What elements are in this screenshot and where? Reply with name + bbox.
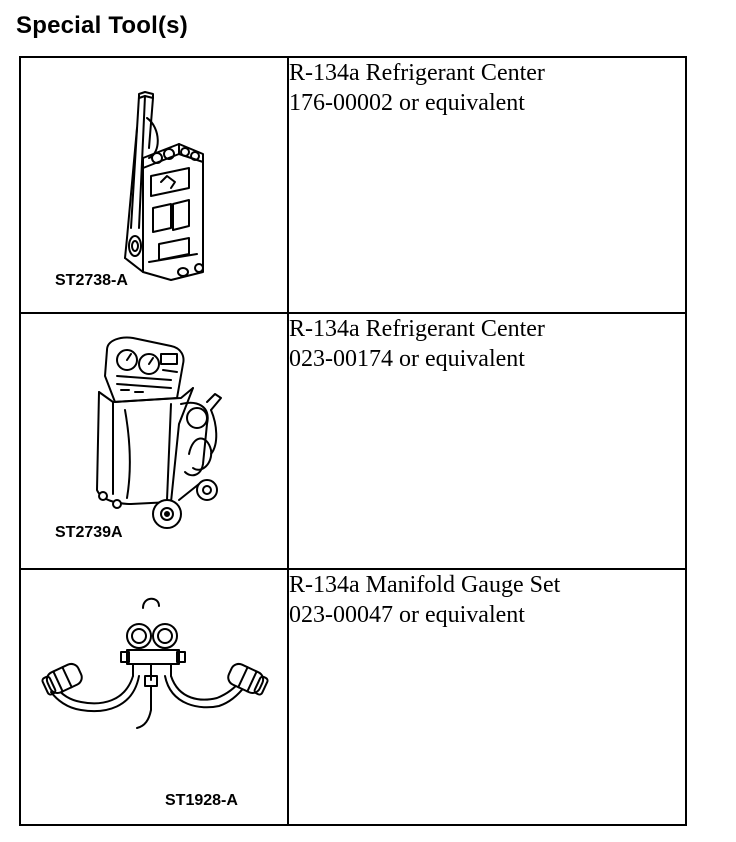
table-row: ST2739A R-134a Refrigerant Center 023-00…: [19, 312, 687, 570]
refrigerant-center-cart-illustration: [124, 91, 204, 281]
tool-code: ST2738-A: [55, 272, 128, 289]
tool-name: R-134a Refrigerant Center: [289, 60, 545, 86]
tool-image-cell: ST2739A: [19, 312, 289, 570]
tool-description-cell: R-134a Manifold Gauge Set 023-00047 or e…: [287, 568, 687, 826]
tool-part-number: 176-00002 or equivalent: [289, 90, 525, 116]
special-tools-table: ST2738-A R-134a Refrigerant Center 176-0…: [19, 56, 687, 826]
tool-description-cell: R-134a Refrigerant Center 176-00002 or e…: [287, 56, 687, 314]
tool-code: ST2739A: [55, 524, 123, 541]
tool-description-cell: R-134a Refrigerant Center 023-00174 or e…: [287, 312, 687, 570]
table-row: ST2738-A R-134a Refrigerant Center 176-0…: [19, 56, 687, 314]
tool-image-cell: ST1928-A: [19, 568, 289, 826]
tool-name: R-134a Refrigerant Center: [289, 316, 545, 342]
tool-image-cell: ST2738-A: [19, 56, 289, 314]
page-title: Special Tool(s): [16, 12, 188, 39]
tool-part-number: 023-00174 or equivalent: [289, 346, 525, 372]
table-row: ST1928-A R-134a Manifold Gauge Set 023-0…: [19, 568, 687, 826]
refrigerant-center-machine-illustration: [96, 336, 222, 529]
tool-code: ST1928-A: [165, 792, 238, 809]
manifold-gauge-set-illustration: [41, 597, 269, 729]
tool-part-number: 023-00047 or equivalent: [289, 602, 525, 628]
tool-name: R-134a Manifold Gauge Set: [289, 572, 561, 598]
